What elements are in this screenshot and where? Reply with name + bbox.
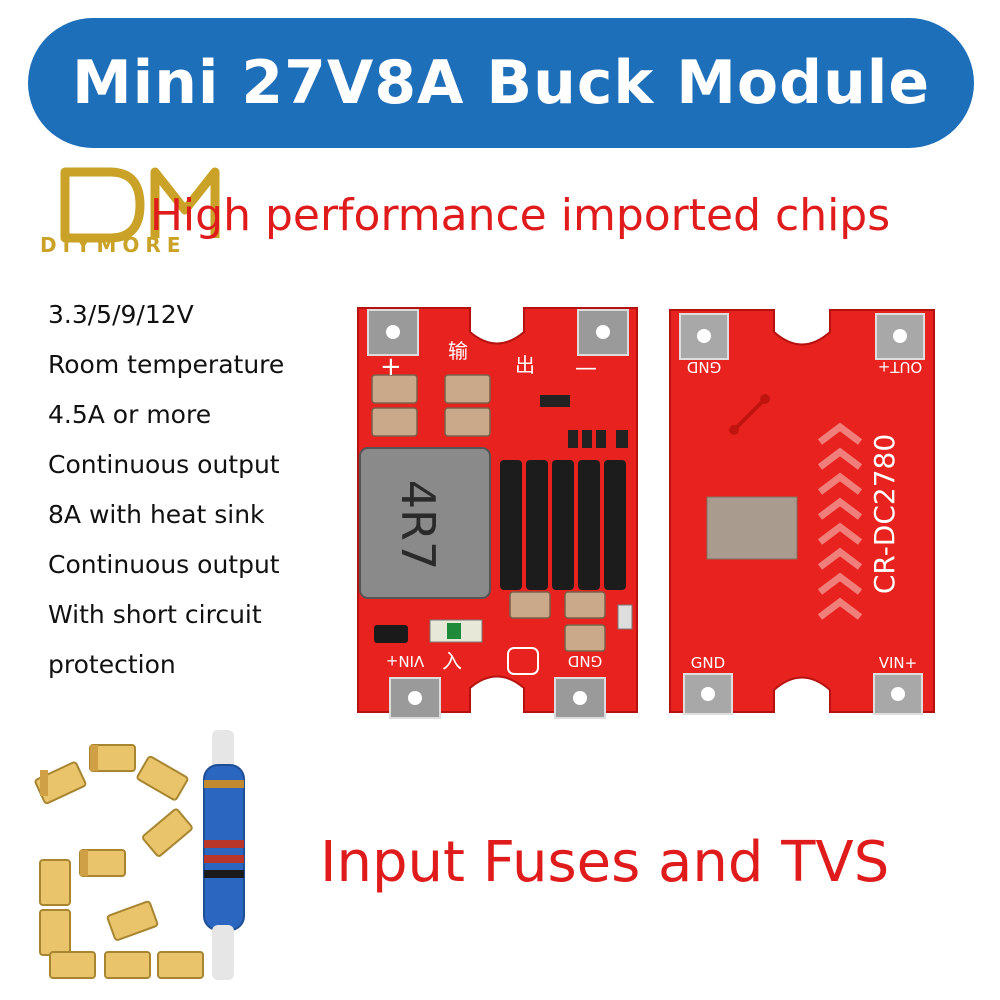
- fuse-tvs-components-image: [34, 730, 245, 980]
- label-output-cn: 出: [515, 353, 535, 377]
- label-gnd-top: GND: [687, 358, 721, 376]
- logo-text: DIYMORE: [40, 233, 187, 257]
- spec-list: 3.3/5/9/12V Room temperature 4.5A or mor…: [48, 290, 284, 690]
- label-vin-back: VIN+: [879, 654, 917, 672]
- label-in-cn: 入: [442, 649, 462, 673]
- label-input-cn: 输: [448, 339, 468, 363]
- spec-item: 3.3/5/9/12V: [48, 300, 194, 329]
- label-vin: VIN+: [386, 652, 424, 670]
- label-out: OUT+: [878, 358, 923, 376]
- board-front-image: 4R7 + — 输 出 入 VIN+ GND: [357, 307, 638, 719]
- spec-item: Room temperature: [48, 350, 285, 379]
- spec-item: protection: [48, 650, 176, 679]
- title-banner: Mini 27V8A Buck Module: [28, 18, 974, 148]
- inductor-code: 4R7: [391, 480, 445, 571]
- board-model: CR-DC2780: [868, 434, 901, 594]
- label-minus: —: [575, 356, 597, 381]
- subtitle: High performance imported chips: [149, 190, 891, 241]
- spec-item: Continuous output: [48, 450, 280, 479]
- spec-item: 8A with heat sink: [48, 500, 265, 529]
- page-title: Mini 27V8A Buck Module: [71, 48, 931, 118]
- label-plus: +: [380, 352, 402, 382]
- spec-item: Continuous output: [48, 550, 280, 579]
- label-gnd: GND: [568, 652, 602, 670]
- brand-logo: DIYMORE: [40, 167, 220, 257]
- board-back-image: CR-DC2780 GND OUT+ GND VIN+: [669, 309, 935, 715]
- spec-item: With short circuit: [48, 600, 262, 629]
- spec-item: 4.5A or more: [48, 400, 212, 429]
- footer-caption: Input Fuses and TVS: [320, 830, 890, 895]
- label-gnd-bottom: GND: [691, 654, 725, 672]
